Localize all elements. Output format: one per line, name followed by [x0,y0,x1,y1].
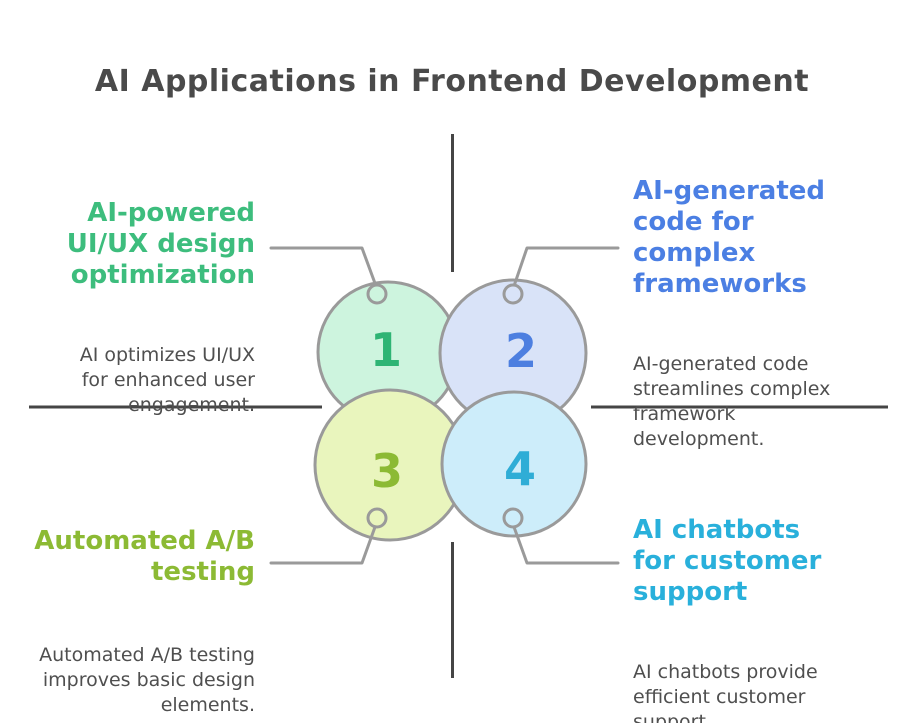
label-2-heading: AI-generated code for complex frameworks [633,176,826,299]
label-3-description: Automated A/B testing improves basic des… [39,644,255,716]
label-4-heading: AI chatbots for customer support [633,515,822,607]
circle-2-number: 2 [505,324,537,378]
label-4-description: AI chatbots provide efficient customer s… [633,661,818,723]
label-2-description: AI-generated code streamlines complex fr… [633,353,831,450]
circle-3-number: 3 [371,444,403,498]
circle-4-number: 4 [504,442,536,496]
label-3-heading: Automated A/B testing [34,526,255,587]
label-block-2: AI-generated code for complex frameworks… [633,138,873,490]
circle-1-number: 1 [370,323,402,377]
anchor-ring-1 [366,283,388,305]
label-block-4: AI chatbots for customer support AI chat… [633,477,873,723]
anchor-ring-2 [502,283,524,305]
anchor-ring-4 [502,507,524,529]
label-block-1: AI-powered UI/UX design optimization AI … [20,160,255,456]
connector-3 [269,525,377,565]
connector-4 [512,525,620,565]
connector-1 [269,246,378,288]
circle-4 [440,390,588,538]
diagram-title: AI Applications in Frontend Development [94,64,810,99]
label-1-description: AI optimizes UI/UX for enhanced user eng… [79,344,255,416]
connector-2 [512,246,620,288]
label-1-heading: AI-powered UI/UX design optimization [66,198,255,290]
label-block-3: Automated A/B testing Automated A/B test… [20,488,255,723]
anchor-ring-3 [366,507,388,529]
